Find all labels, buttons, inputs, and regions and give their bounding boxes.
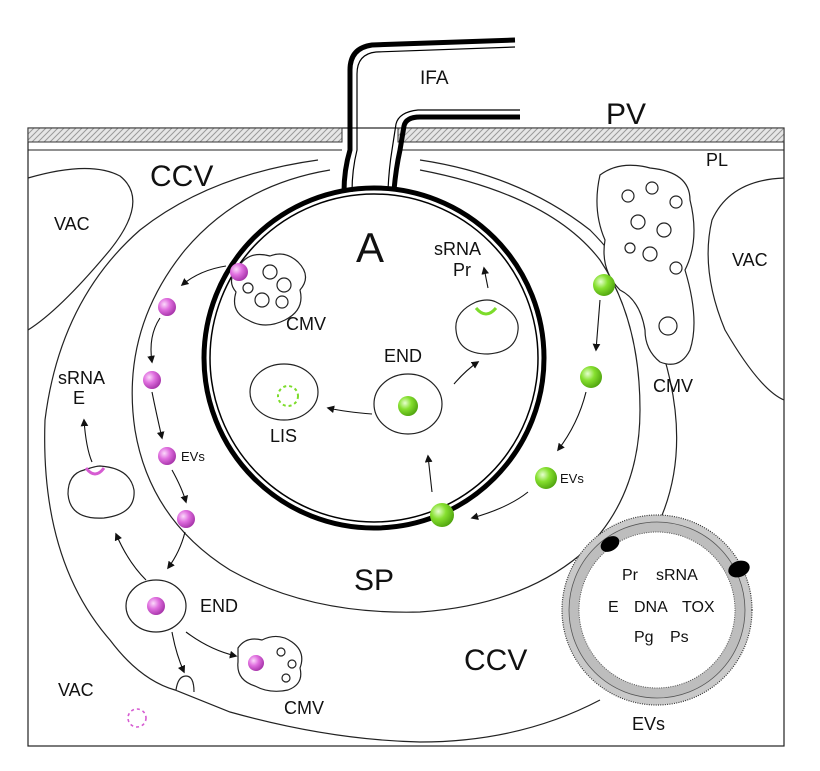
label-pr-top: Pr — [453, 260, 471, 280]
label-ccv-top: CCV — [150, 160, 213, 193]
plant-cell-wall-left — [27, 127, 343, 143]
ev-green — [580, 366, 602, 388]
haustorium-neck — [341, 37, 516, 193]
label-end-host: END — [200, 596, 238, 616]
ev-green — [430, 503, 454, 527]
label-cmv-right: CMV — [653, 376, 693, 396]
label-end-fungal: END — [384, 346, 422, 366]
ev-magenta — [158, 447, 176, 465]
lytic-vesicle — [249, 363, 319, 421]
ev-large-inner — [578, 531, 736, 689]
hypha-lower-inner — [387, 109, 520, 191]
label-evs-magenta: EVs — [181, 449, 205, 464]
ev-cargo-pg: Pg — [634, 629, 654, 646]
label-vac-left: VAC — [54, 214, 90, 234]
ev-green — [535, 467, 557, 489]
ev-cargo-dna: DNA — [634, 599, 668, 616]
cmv-top-left — [230, 253, 307, 326]
label-vac-right: VAC — [732, 250, 768, 270]
ev-magenta — [177, 510, 195, 528]
label-vac-bottom: VAC — [58, 680, 94, 700]
label-pv: PV — [606, 98, 646, 131]
haustorium-outer — [201, 185, 547, 531]
ev-magenta — [158, 298, 176, 316]
label-evs-green: EVs — [560, 471, 584, 486]
ev-magenta — [230, 263, 248, 281]
hypha-lower — [391, 114, 520, 191]
plant-cell-wall-right — [397, 127, 785, 143]
label-ccv-bottom: CCV — [464, 644, 527, 677]
ev-cargo-e: E — [608, 599, 619, 616]
label-cmv-bottom: CMV — [284, 698, 324, 718]
label-ifa: IFA — [420, 68, 449, 89]
label-srna-top: sRNA — [434, 239, 481, 259]
vacuole-right — [707, 177, 785, 401]
ev-cargo-tox: TOX — [682, 599, 715, 616]
label-cmv-top: CMV — [286, 314, 326, 334]
membrane-pit — [175, 675, 195, 693]
ev-protein-right — [728, 560, 750, 578]
haustorium-inner — [209, 193, 539, 523]
label-haustorium: A — [356, 224, 384, 271]
ev-magenta — [143, 371, 161, 389]
label-lis: LIS — [270, 426, 297, 446]
releasing-vesicle-left — [67, 465, 135, 519]
label-evs-large: EVs — [632, 714, 665, 734]
vacuole-left — [27, 167, 134, 331]
label-sp: SP — [354, 564, 394, 597]
cmv-right — [596, 164, 695, 365]
label-pl: PL — [706, 150, 728, 170]
ev-magenta — [248, 655, 264, 671]
host-membrane-outer — [44, 159, 601, 743]
ev-cargo-pr: Pr — [622, 567, 639, 584]
releasing-vesicle-top — [455, 299, 519, 355]
extrahaustorial-membrane — [131, 169, 641, 613]
ev-cargo-srna: sRNA — [656, 567, 698, 584]
label-e-left: E — [73, 388, 85, 408]
ev-cargo-ps: Ps — [670, 629, 689, 646]
ev-protein-left — [600, 536, 620, 552]
ev-green — [593, 274, 615, 296]
label-srna-left: sRNA — [58, 368, 105, 388]
haustorium-neck-inner — [351, 46, 516, 193]
released-vesicle — [127, 708, 147, 728]
